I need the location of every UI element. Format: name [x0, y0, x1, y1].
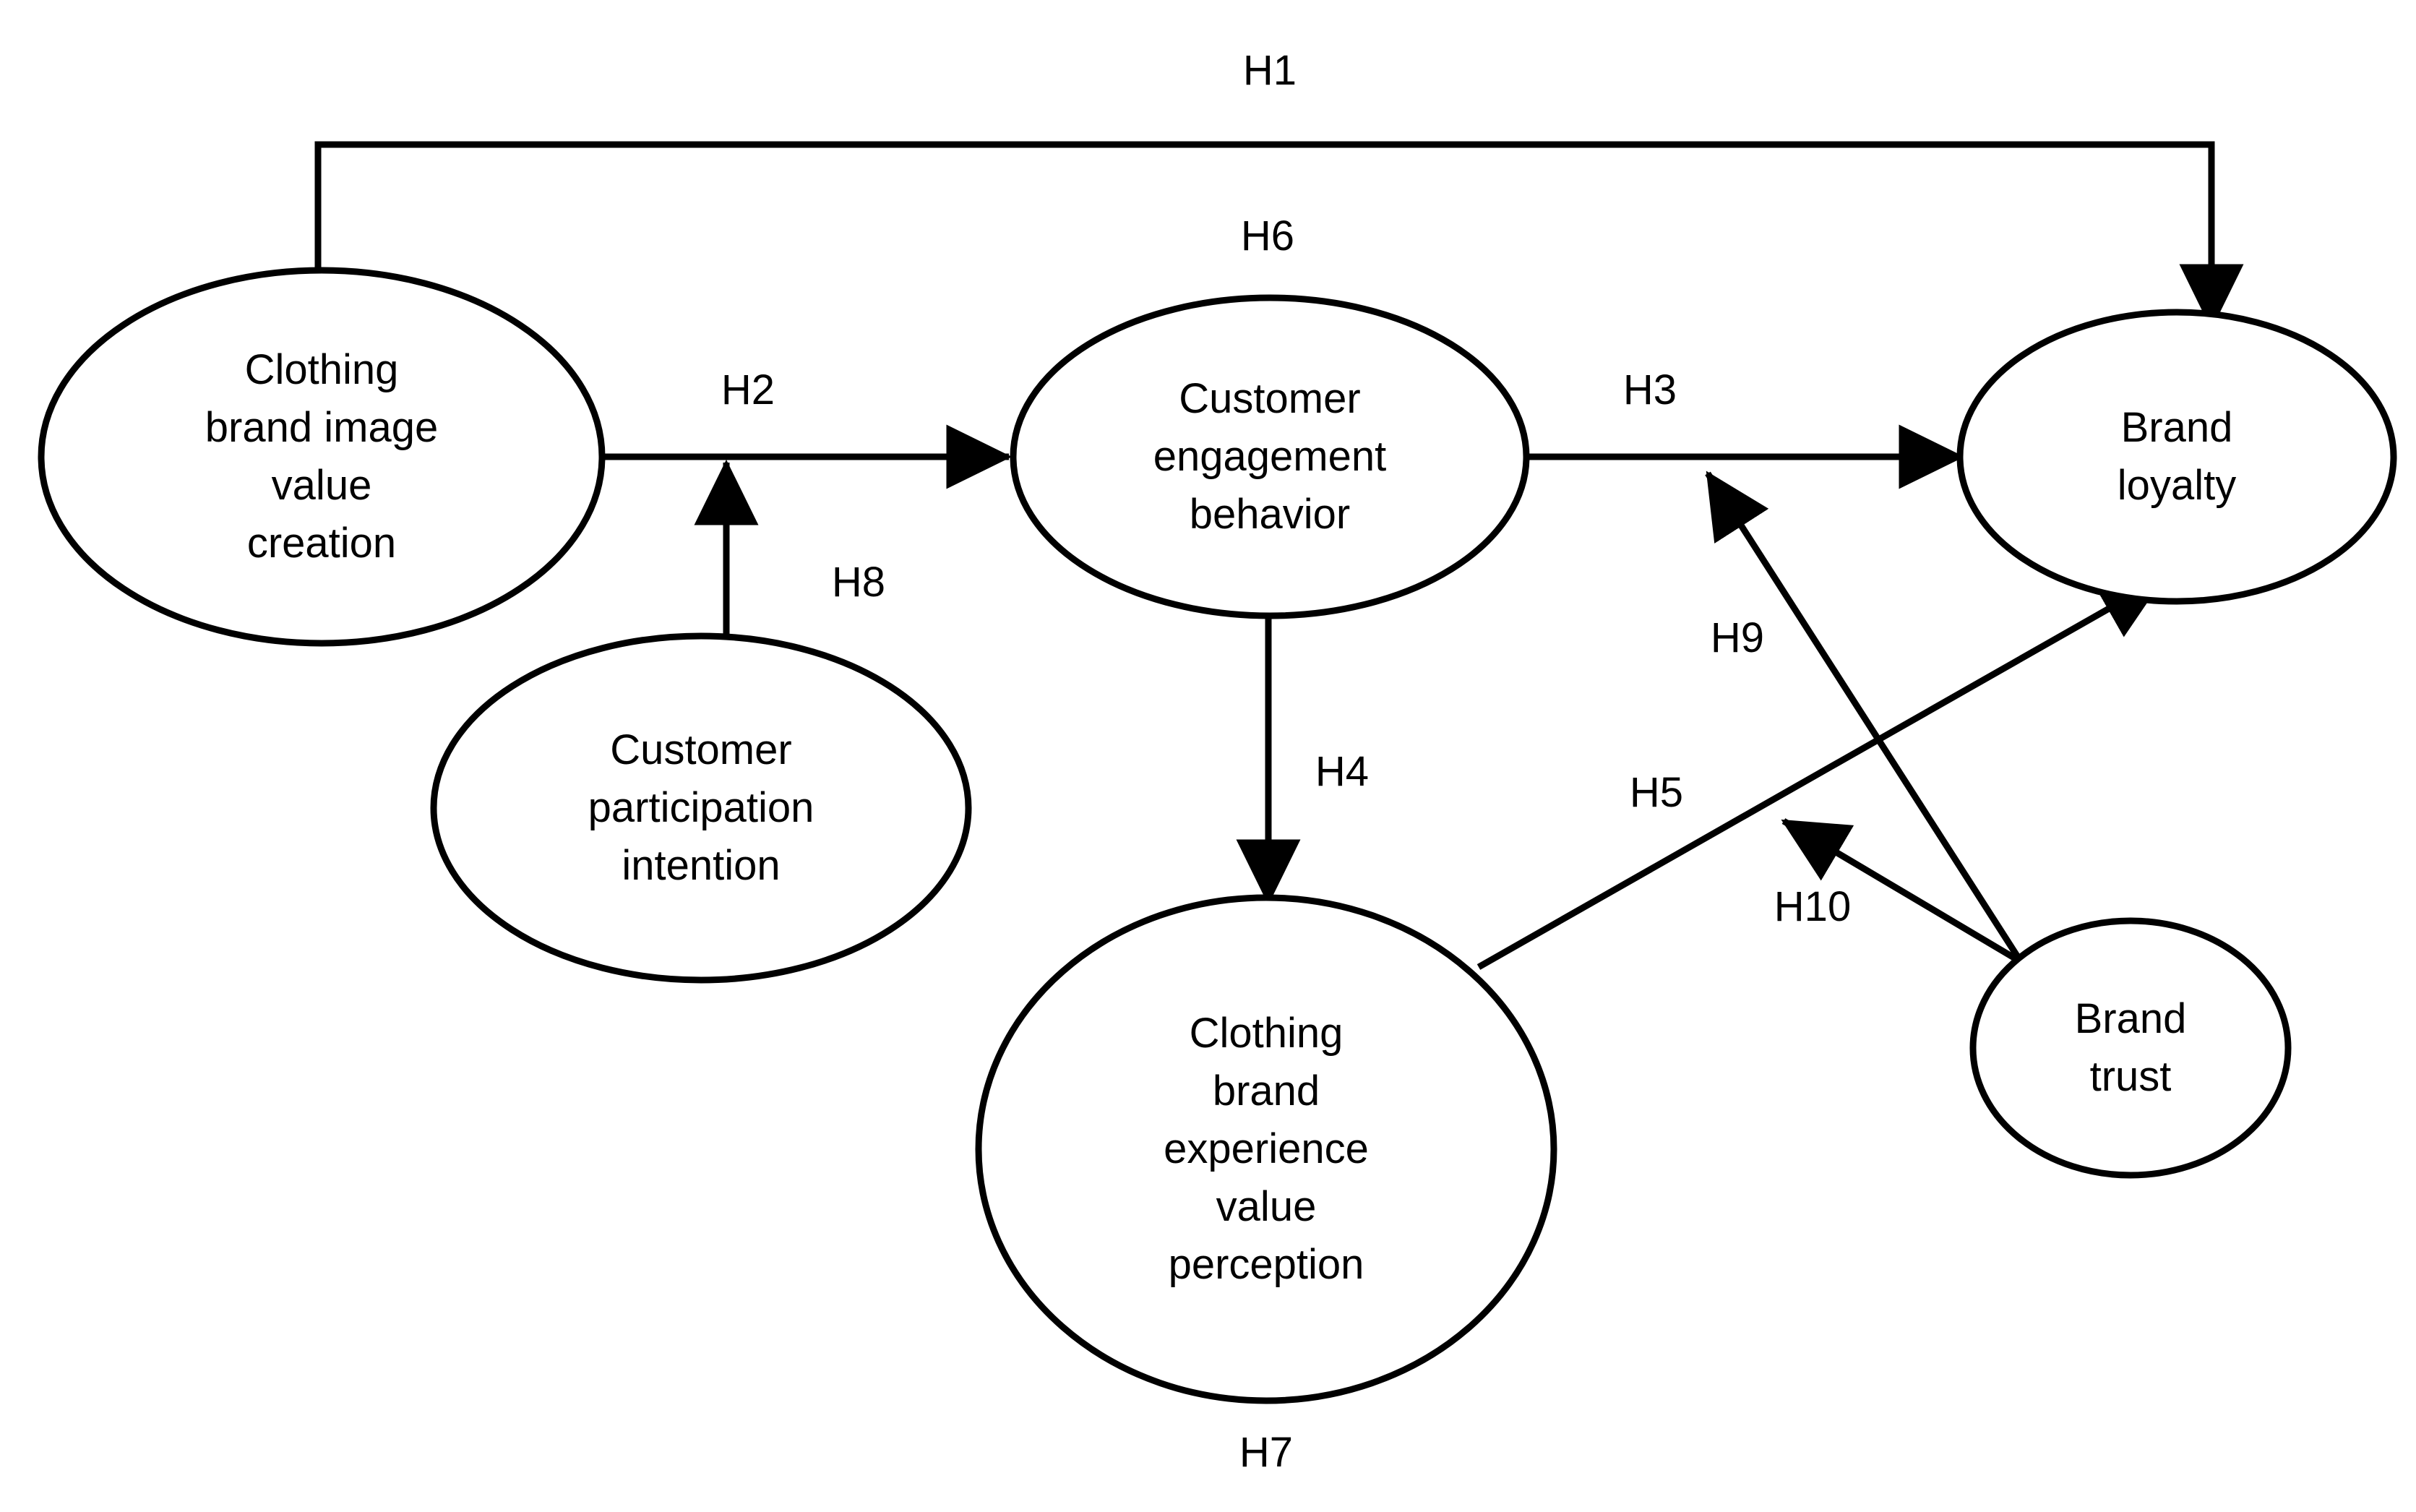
edge-label-h7: H7 — [1239, 1429, 1294, 1476]
edge-label-h3: H3 — [1622, 366, 1677, 413]
edge-label-h4: H4 — [1315, 748, 1370, 795]
node-brand-loyalty[interactable] — [1956, 309, 2397, 605]
edge-label-h8: H8 — [831, 559, 886, 606]
edge-h1-path — [314, 141, 2244, 330]
edge-label-h6: H6 — [1240, 212, 1295, 259]
edge-label-h2: H2 — [721, 366, 775, 413]
edge-label-h1: H1 — [1242, 47, 1297, 94]
node-clothing-brand-experience-value-perception[interactable] — [975, 894, 1557, 1404]
edge-h9-path — [1705, 471, 2021, 959]
edge-h5-path — [1476, 575, 2165, 970]
edge-label-h5: H5 — [1629, 769, 1684, 816]
node-customer-participation-intention[interactable] — [430, 632, 972, 984]
edge-h10-path — [1781, 818, 2019, 962]
node-brand-trust[interactable] — [1969, 917, 2292, 1179]
node-clothing-brand-image-value-creation[interactable] — [38, 267, 606, 647]
node-customer-engagement-behavior[interactable] — [1010, 294, 1530, 619]
edge-label-h9: H9 — [1710, 614, 1765, 661]
edge-label-h10: H10 — [1774, 883, 1852, 930]
